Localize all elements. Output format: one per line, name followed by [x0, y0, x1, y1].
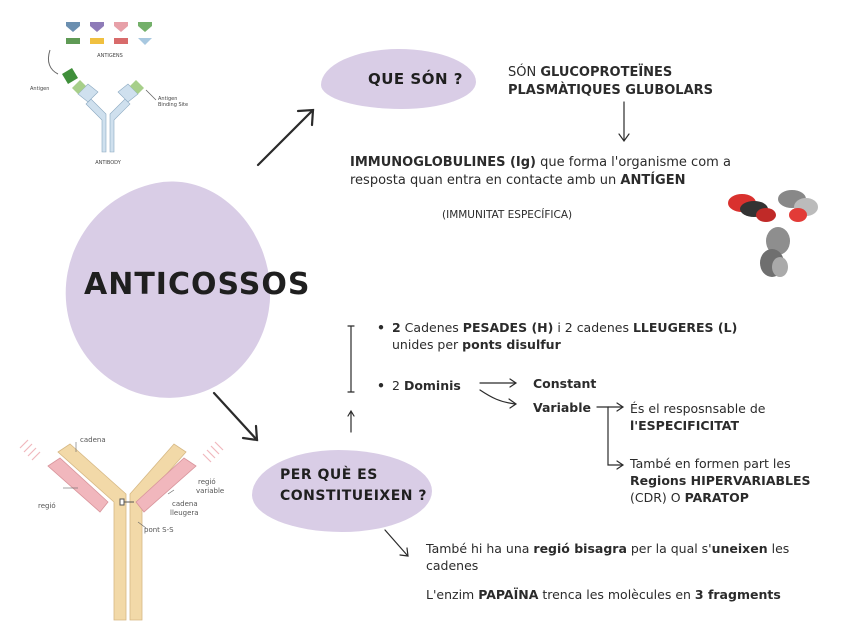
arrow-to-variable-head: [508, 398, 518, 409]
antibody-structure-diagram: cadena regió regió variable cadena lleug…: [19, 436, 224, 621]
label-binding-site: Antigen Binding Site: [158, 96, 188, 108]
papain-note: L'enzim PAPAÏNA trenca les molècules en …: [426, 586, 781, 603]
hinge-l2: cadenes: [426, 558, 479, 573]
antigens-row-1: [66, 22, 152, 32]
curved-arrow-icon: [47, 49, 59, 75]
hinge-note: També hi ha una regió bisagra per la qua…: [426, 540, 789, 574]
chains-t2: i 2 cadenes: [553, 320, 633, 335]
definition-text-1: que forma l'organisme com a: [536, 155, 731, 170]
arrow-to-question1-head: [296, 108, 315, 127]
question2-blob: [252, 450, 432, 532]
chains-t1: Cadenes: [400, 320, 463, 335]
hypervariable-text-1: També en formen part les: [630, 456, 791, 471]
label-pont: pont S-S: [144, 526, 174, 534]
question1-answer: SÓN GLUCOPROTEÏNES PLASMÀTIQUES GLUBOLAR…: [508, 64, 713, 100]
label-regio: regió: [38, 502, 56, 510]
answer-bold-1: GLUCOPROTEÏNES: [540, 65, 673, 80]
antibody-shape: [72, 80, 144, 153]
label-cadena-lleugera: cadena lleugera: [170, 500, 200, 517]
chains-light: LLEUGERES (L): [632, 320, 738, 335]
hypervariable-text-2: (CDR) O: [630, 490, 685, 505]
arrow-to-question1: [256, 108, 315, 167]
arrow-to-footer: [384, 529, 408, 556]
hinge-t2: per la qual s': [626, 541, 712, 556]
antibody-3d-illustration: [728, 190, 818, 277]
label-regio-variable-1: regió: [198, 478, 216, 486]
variable-specificity: És el resposnsable de l'ESPECIFICITAT: [630, 400, 765, 434]
chains-disulfide: ponts disulfur: [462, 337, 561, 352]
question1-title: QUE SÓN ?: [368, 70, 463, 88]
hinge-b1: regió bisagra: [533, 541, 627, 556]
question2-title-line2: CONSTITUEIXEN ?: [280, 488, 427, 504]
definition-note: (IMMUNITAT ESPECÍFICA): [442, 209, 573, 221]
label-regio-variable-2: variable: [196, 487, 224, 495]
bullet-bracket: [347, 325, 355, 393]
variable-specificity-text: És el resposnsable de: [630, 401, 766, 416]
label-regio-variable: regió variable: [196, 478, 224, 495]
arrow-to-constant-head: [509, 378, 518, 388]
arrow-to-footer-head: [399, 547, 409, 557]
question1-blob: [321, 49, 476, 109]
molecule-stem: [760, 227, 790, 277]
chains-num: 2: [392, 320, 401, 335]
chains-heavy: PESADES (H): [462, 320, 554, 335]
hinge-b2: uneixen: [711, 541, 768, 556]
domain-constant: Constant: [533, 376, 597, 391]
chains-t3: unides per: [392, 337, 463, 352]
light-chains: [47, 457, 197, 513]
answer-bold-2: PLASMÀTIQUES GLUBOLARS: [508, 83, 714, 98]
arrow-answer-to-definition-head: [618, 133, 630, 143]
arrow-to-variable: [479, 389, 516, 405]
label-antigen: Antigen: [30, 86, 49, 92]
antibody-antigen-illustration: ANTIGENS Antigen Antigen Binding Site AN…: [30, 22, 188, 166]
molecule-right-arm: [778, 190, 818, 222]
label-cadena-lleugera-2: lleugera: [170, 509, 199, 517]
hinge-t3: les: [767, 541, 790, 556]
hypervariable-bold-2: PARATOP: [684, 490, 749, 505]
variable-branch-head-1: [616, 402, 625, 412]
antigens-row-2: [66, 38, 152, 45]
papain-b1: PAPAÏNA: [478, 587, 539, 602]
molecule-left-arm: [728, 194, 776, 222]
arrow-to-question2-head: [241, 424, 259, 442]
bullet-chains: 2 Cadenes PESADES (H) i 2 cadenes LLEUGE…: [377, 319, 738, 353]
variable-hypervariable: També en formen part les Regions HIPERVA…: [630, 455, 811, 506]
variable-specificity-bold: l'ESPECIFICITAT: [630, 418, 739, 433]
papain-b2: 3 fragments: [694, 587, 781, 602]
label-binding-2: Binding Site: [158, 102, 188, 108]
domains-bold: Dominis: [403, 378, 461, 393]
binding-site-bracket: [145, 89, 157, 101]
definition-bold-2: ANTÍGEN: [620, 173, 686, 188]
definition-bold-1: IMMUNOGLOBULINES (Ig): [350, 155, 536, 170]
definition-text: IMMUNOGLOBULINES (Ig) que forma l'organi…: [350, 154, 731, 190]
domain-variable: Variable: [533, 400, 592, 415]
label-binding-1: Antigen: [158, 96, 177, 102]
variable-branch-head-2: [616, 460, 625, 470]
question2-title: PER QUÈ ES CONSTITUEIXEN ?: [280, 465, 427, 507]
answer-text: SÓN: [508, 65, 541, 80]
hinge-t1: També hi ha una: [426, 541, 534, 556]
question2-title-line1: PER QUÈ ES: [280, 467, 378, 483]
main-title: ANTICOSSOS: [84, 267, 311, 302]
hypervariable-bold-1: Regions HIPERVARIABLES: [630, 473, 811, 488]
papain-t2: trenca les molècules en: [538, 587, 695, 602]
variable-region-hatching: [19, 439, 224, 463]
label-antigens: ANTIGENS: [97, 53, 123, 59]
definition-text-2: resposta quan entra en contacte amb un: [350, 173, 621, 188]
bullet-domains: 2 Dominis: [377, 377, 461, 394]
variable-branch: [596, 406, 623, 466]
domains-t1: 2: [392, 378, 404, 393]
label-antibody: ANTIBODY: [95, 160, 122, 166]
disulfide-bonds: [119, 498, 134, 506]
label-cadena: cadena: [80, 436, 106, 444]
label-cadena-lleugera-1: cadena: [172, 500, 198, 508]
papain-t1: L'enzim: [426, 587, 479, 602]
bracket-up-arrow: [347, 409, 355, 433]
bound-antigen: [62, 68, 78, 84]
